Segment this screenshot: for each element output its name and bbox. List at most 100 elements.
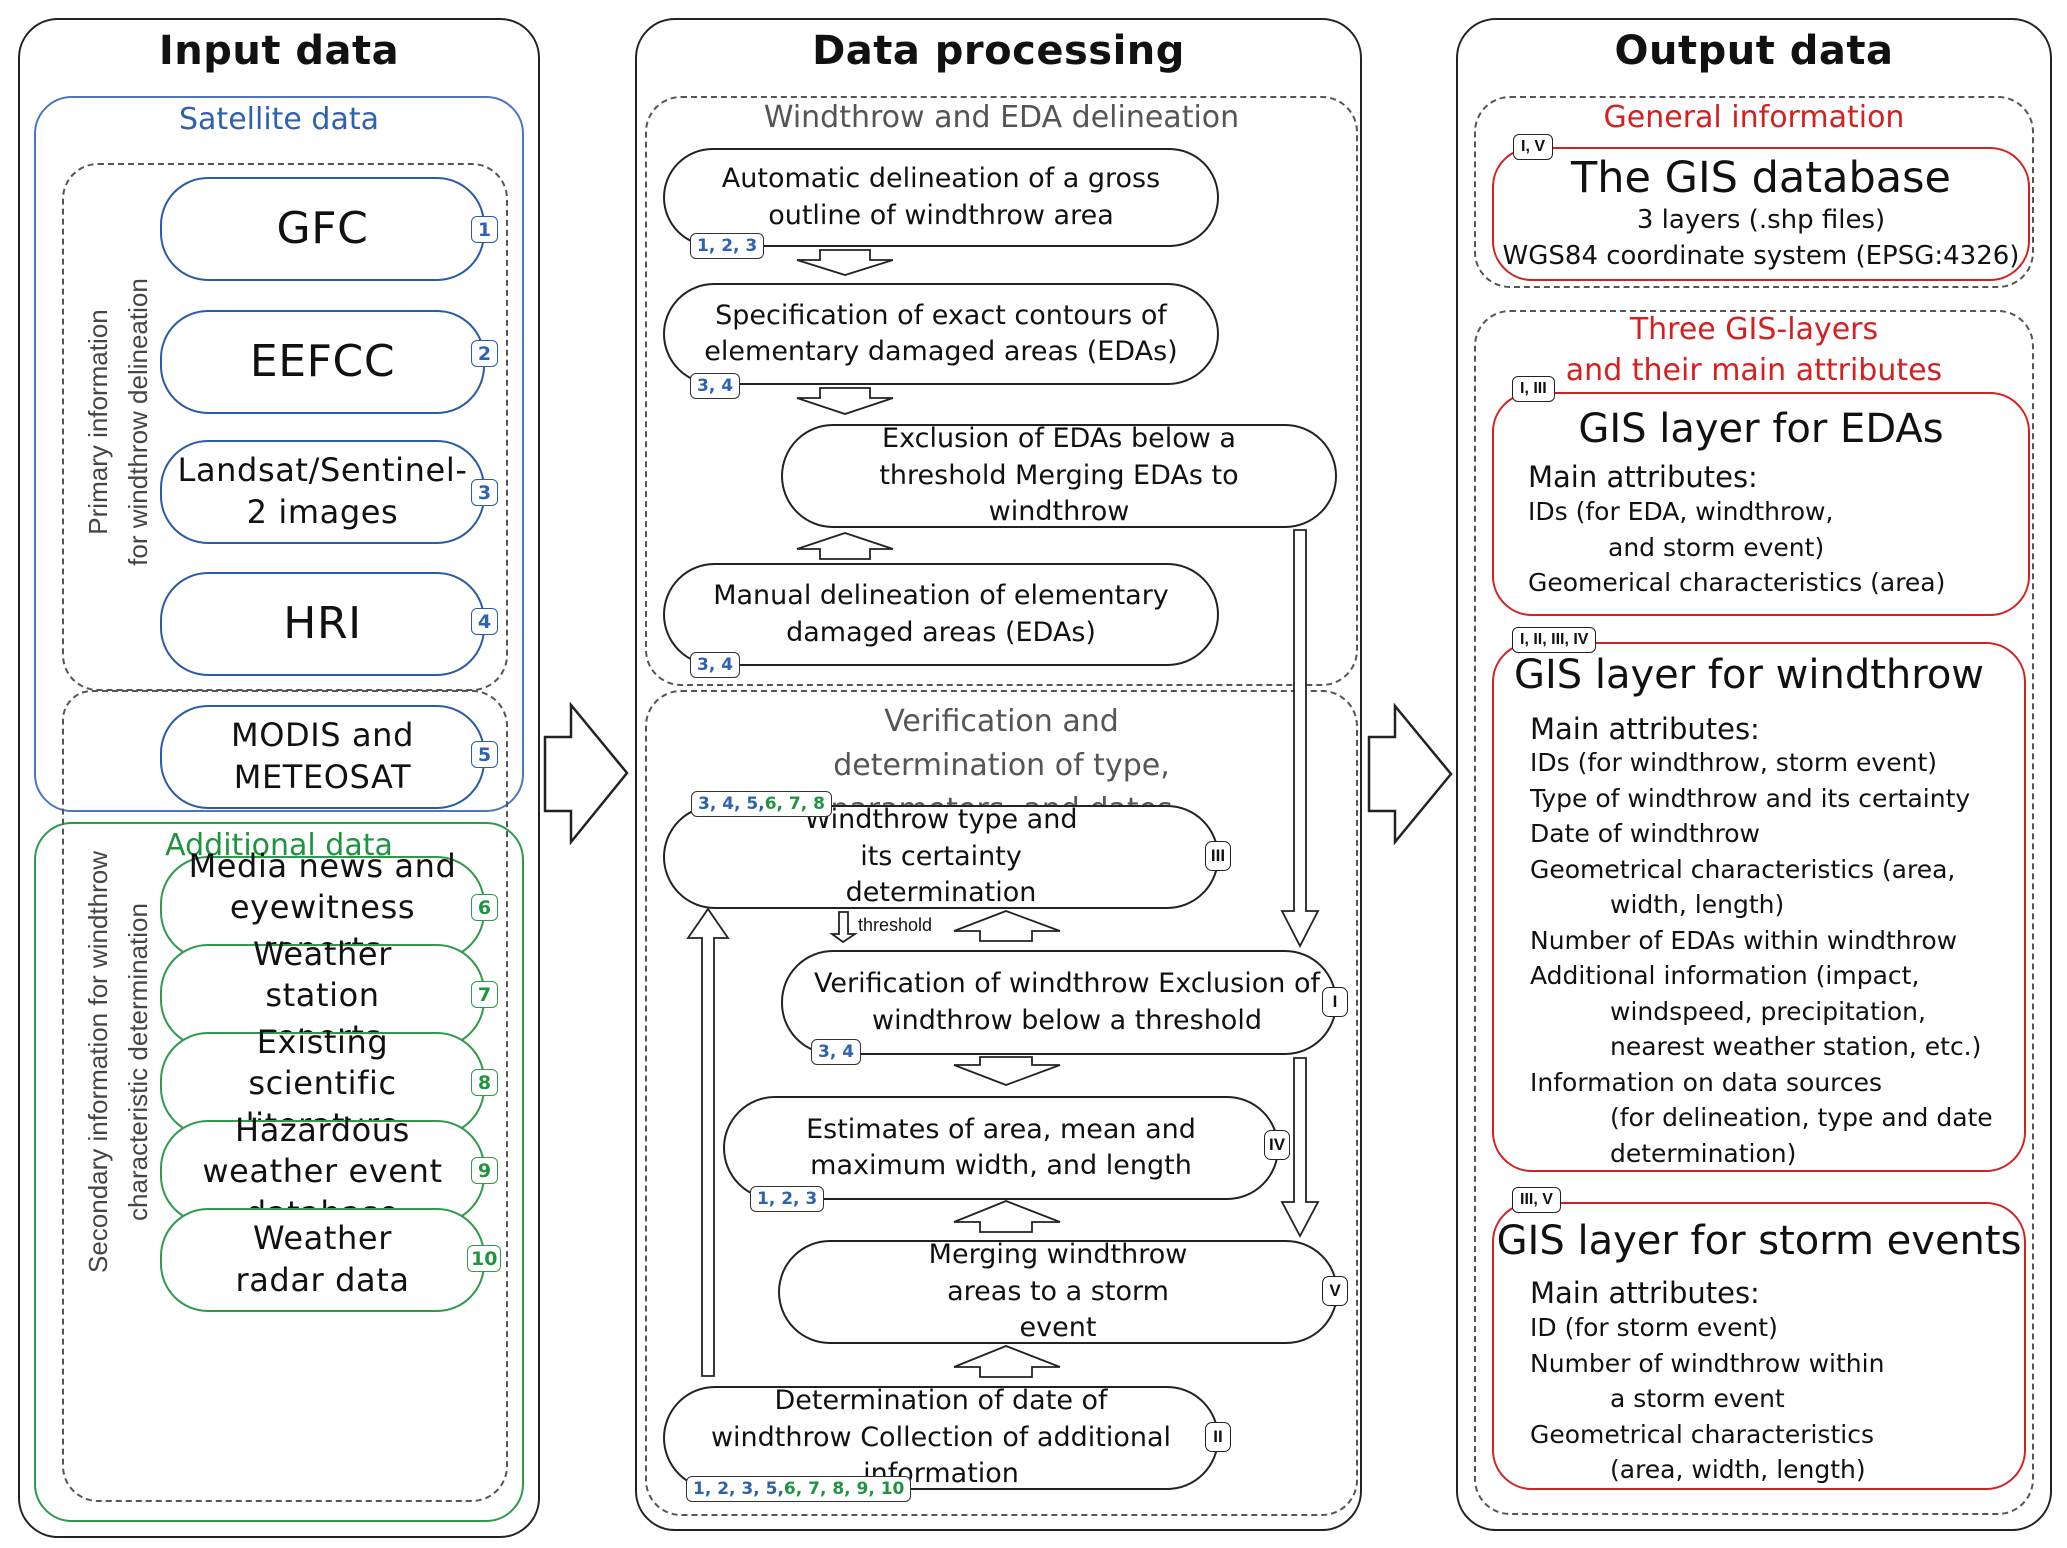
arrow-input-to-processing (543, 701, 629, 846)
step-specification-contours: Specification of exact contours of eleme… (663, 283, 1219, 385)
threshold-label: threshold (858, 915, 933, 935)
attr-list-storm: ID (for storm event) Number of windthrow… (1530, 1310, 1884, 1488)
attr-item: Number of EDAs within windthrow (1530, 925, 1958, 955)
attr-item: nearest weather station, etc.) (1610, 1032, 1982, 1061)
source-hri: HRI (160, 572, 485, 676)
gis-layers-group: Three GIS-layers and their main attribut… (1474, 310, 2034, 1515)
source-number-badge: 5 (471, 741, 498, 768)
attr-item: (for delineation, type and date (1610, 1103, 1993, 1132)
primary-info-vertical-label: Primary information for windthrow deline… (78, 212, 162, 632)
attr-heading: Main attributes: (1530, 1276, 1760, 1310)
roman-numeral-badge: I (1322, 987, 1348, 1017)
roman-numeral-badge: III, V (1512, 1187, 1561, 1213)
output-data-title: Output data (1614, 28, 1894, 74)
step-exclusion-edas: Exclusion of EDAs below a threshold Merg… (781, 423, 1337, 528)
gis-layer-edas: GIS layer for EDAs Main attributes: IDs … (1492, 392, 2030, 616)
source-weather-radar: Weather radar data (160, 1208, 485, 1312)
source-number-badge: 7 (471, 981, 498, 1008)
source-number-badge: 9 (471, 1157, 498, 1184)
step-sources-tag: 1, 2, 3 (690, 233, 765, 259)
general-info-group: General information (1474, 96, 2034, 288)
step-sources-tag: 1, 2, 3 (750, 1186, 825, 1212)
gis-database-layers: 3 layers (.shp files) (1636, 205, 1886, 235)
gis-database-box: The GIS database 3 layers (.shp files) W… (1492, 147, 2030, 281)
attr-item: a storm event (1610, 1384, 1785, 1413)
primary-info-line2: for windthrow delineation (123, 278, 154, 566)
step-sources-tag: 1, 2, 3, 5, 6, 7, 8, 9, 10 (686, 1476, 912, 1502)
gis-layer-windthrow-title: GIS layer for windthrow (1513, 652, 1985, 698)
secondary-info-vertical-label: Secondary information for windthrow char… (78, 802, 162, 1322)
step-sources-tag: 3, 4 (690, 373, 741, 399)
attr-item: (area, width, length) (1610, 1455, 1866, 1484)
gis-layer-edas-title: GIS layer for EDAs (1578, 406, 1944, 452)
secondary-info-line2: characteristic determination (123, 903, 154, 1221)
source-landsat-sentinel: Landsat/Sentinel-2 images (160, 440, 485, 544)
step-estimates-area: Estimates of area, mean and maximum widt… (723, 1096, 1279, 1200)
gis-database-crs: WGS84 coordinate system (EPSG:4326) (1502, 241, 2020, 271)
satellite-data-label: Satellite data (179, 102, 379, 137)
source-number-badge: 8 (471, 1069, 498, 1096)
gis-layers-label-line1: Three GIS-layers (1629, 312, 1879, 347)
source-eefcc: EEFCC (160, 310, 485, 414)
source-modis-meteosat: MODIS and METEOSAT (160, 705, 485, 809)
attr-item: Number of windthrow within (1530, 1348, 1885, 1378)
step-sources-tag: 3, 4 (690, 652, 741, 678)
step-automatic-delineation: Automatic delineation of a gross outline… (663, 148, 1219, 247)
roman-numeral-badge: I, II, III, IV (1512, 627, 1597, 653)
roman-numeral-badge: IV (1264, 1130, 1291, 1160)
attr-item: width, length) (1610, 890, 1785, 919)
delineation-group-label: Windthrow and EDA delineation (763, 100, 1240, 135)
gis-layer-storm-title: GIS layer for storm events (1496, 1218, 2022, 1264)
secondary-info-line1: Secondary information for windthrow (83, 851, 113, 1273)
source-number-badge: 4 (471, 608, 498, 635)
attr-item: windspeed, precipitation, (1610, 996, 1926, 1026)
source-number-badge: 6 (471, 894, 498, 921)
attr-item: IDs (for EDA, windthrow, (1528, 497, 1834, 526)
data-processing-title: Data processing (812, 28, 1185, 74)
attr-heading: Main attributes: (1528, 460, 1758, 494)
source-number-badge: 3 (471, 479, 498, 506)
attr-item: Geomerical characteristics (area) (1528, 568, 1946, 597)
step-manual-delineation: Manual delineation of elementary damaged… (663, 563, 1219, 666)
roman-numeral-badge: I, V (1513, 134, 1554, 160)
primary-info-line1: Primary information (83, 309, 113, 535)
roman-numeral-badge: V (1322, 1276, 1348, 1306)
step-verification-windthrow: Verification of windthrow Exclusion of w… (781, 950, 1337, 1055)
attr-item: and storm event) (1608, 532, 1825, 562)
gis-database-title: The GIS database (1571, 153, 1951, 203)
source-number-badge: 2 (471, 340, 498, 367)
attr-list-edas: IDs (for EDA, windthrow, and storm event… (1528, 494, 1945, 601)
step-determination-date: Determination of date of windthrow Colle… (663, 1385, 1219, 1490)
source-gfc: GFC (160, 177, 485, 281)
arrow-processing-to-output (1367, 702, 1453, 846)
source-number-badge: 10 (467, 1245, 502, 1272)
step-sources-tag: 3, 4, 5, 6, 7, 8 (691, 791, 832, 817)
attr-item: IDs (for windthrow, storm event) (1530, 748, 1938, 777)
satellite-data-group: Satellite data (34, 96, 524, 812)
attr-item: ID (for storm event) (1530, 1313, 1778, 1342)
gis-layers-label-line2: and their main attributes (1565, 353, 1943, 388)
step-merging-storm-event: Merging windthrow areas to a storm event (778, 1239, 1338, 1344)
attr-heading: Main attributes: (1530, 712, 1760, 746)
attr-item: Date of windthrow (1530, 819, 1760, 848)
roman-numeral-badge: II (1205, 1422, 1231, 1452)
attr-list-windthrow: IDs (for windthrow, storm event) Type of… (1530, 745, 1993, 1171)
general-info-label: General information (1603, 100, 1905, 135)
secondary-info-box (62, 690, 508, 1502)
delineation-group: Windthrow and EDA delineation (645, 96, 1358, 686)
attr-item: determination) (1610, 1138, 1797, 1168)
gis-layer-windthrow: GIS layer for windthrow Main attributes:… (1492, 642, 2026, 1172)
source-number-badge: 1 (471, 216, 498, 243)
attr-item: Type of windthrow and its certainty (1530, 783, 1971, 813)
attr-item: Information on data sources (1530, 1067, 1883, 1097)
source-hazardous-weather: Hazardous weather event database (160, 1111, 485, 1232)
attr-item: Additional information (impact, (1530, 961, 1920, 990)
roman-numeral-badge: III (1205, 841, 1231, 871)
attr-item: Geometrical characteristics (1530, 1419, 1874, 1449)
step-windthrow-type: Windthrow type and its certainty determi… (663, 804, 1219, 909)
input-data-title: Input data (158, 28, 400, 74)
roman-numeral-badge: I, III (1512, 376, 1555, 402)
step-sources-tag: 3, 4 (811, 1039, 862, 1065)
gis-layer-storm-events: GIS layer for storm events Main attribut… (1492, 1202, 2026, 1490)
attr-item: Geometrical characteristics (area, (1530, 854, 1956, 884)
